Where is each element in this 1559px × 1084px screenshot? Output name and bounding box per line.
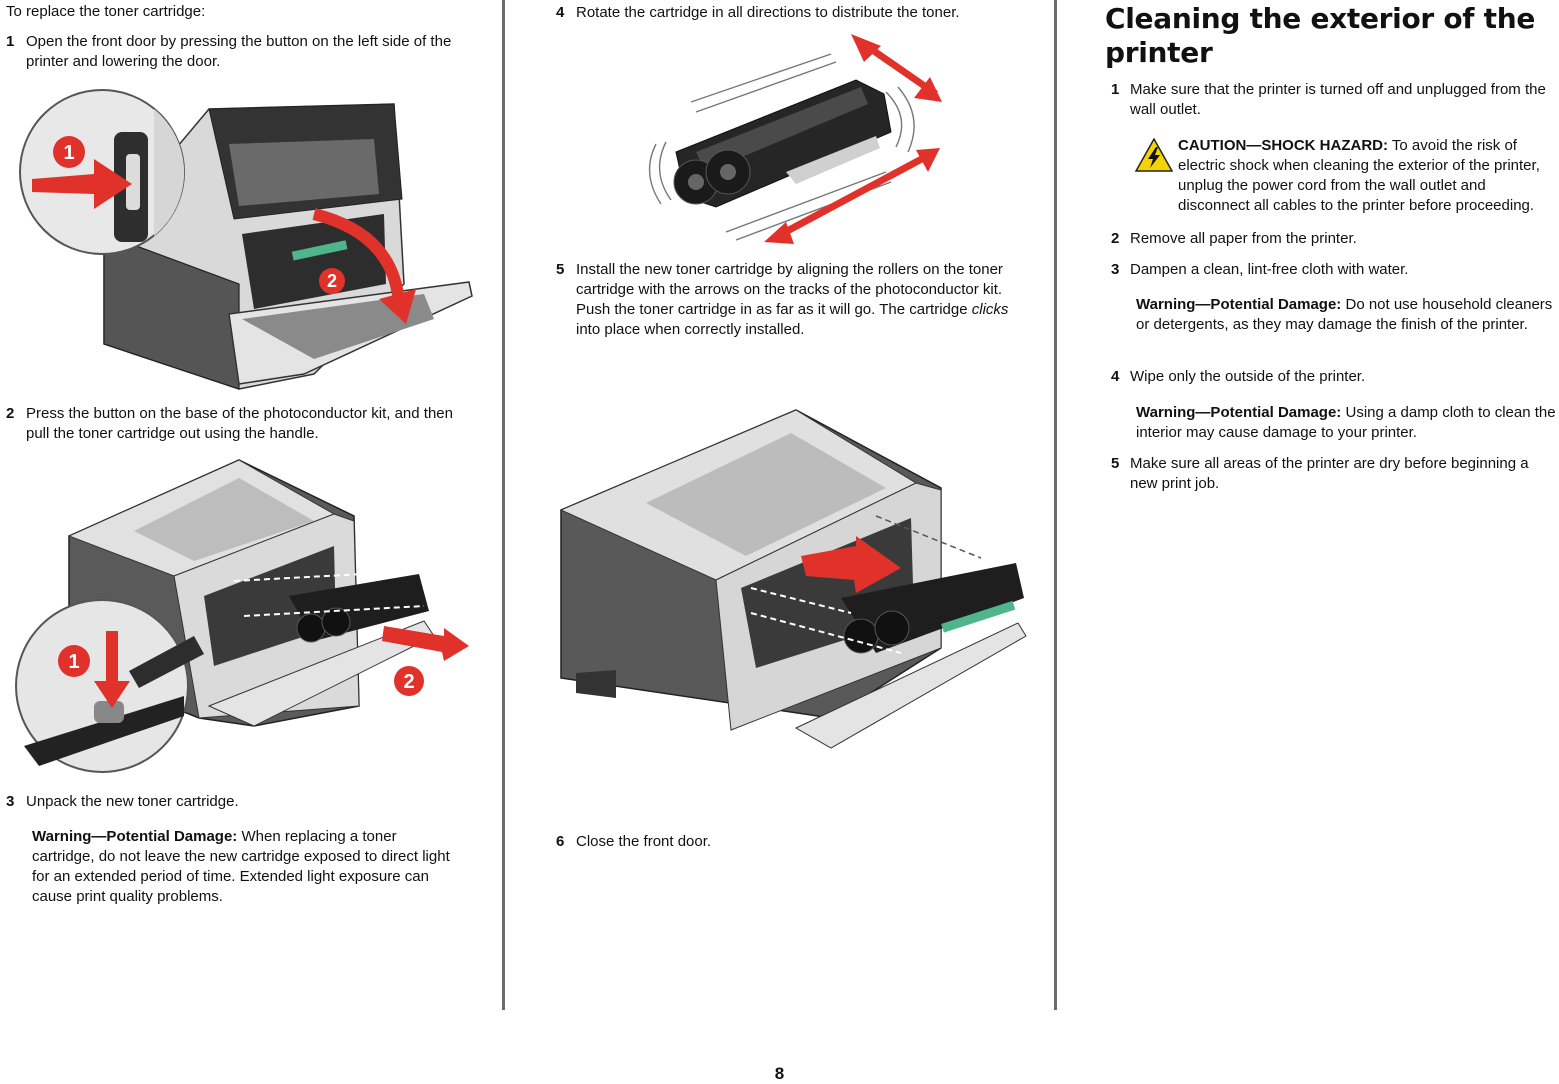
step-number: 3 [6, 793, 15, 810]
callout-1: 1 [63, 142, 74, 164]
step-number: 5 [1111, 455, 1120, 472]
step-text: Close the front door. [576, 833, 712, 850]
section-title: Cleaning the exterior of the printer [1105, 2, 1536, 69]
step-5: 5 Make sure all areas of the printer are… [1105, 454, 1557, 494]
step-4: 4 Wipe only the outside of the printer. [1105, 367, 1557, 387]
step-number: 2 [6, 405, 15, 422]
step-text: Unpack the new toner cartridge. [26, 793, 239, 810]
step-6: 6 Close the front door. [556, 832, 1016, 852]
caution-text: To avoid the risk of electric shock when… [1178, 137, 1540, 214]
callout-2: 2 [403, 671, 414, 693]
step-text: Make sure all areas of the printer are d… [1130, 455, 1529, 492]
step-text: Make sure that the printer is turned off… [1130, 81, 1546, 118]
warning-note: Warning—Potential Damage: Using a damp c… [1136, 403, 1559, 443]
figure-open-front-door: 2 1 [19, 89, 473, 390]
step-text-end: into place when correctly installed. [576, 321, 805, 338]
warning-note: Warning—Potential Damage: When replacing… [32, 827, 462, 907]
callout-1: 1 [68, 651, 79, 673]
page-number: 8 [774, 1064, 785, 1083]
warning-triangle-icon [1135, 138, 1173, 172]
step-number: 4 [556, 4, 565, 21]
step-text-emphasis: clicks [971, 301, 1009, 318]
step-number: 5 [556, 261, 565, 278]
step-5: 5 Install the new toner cartridge by ali… [556, 260, 1016, 340]
step-number: 1 [1111, 81, 1120, 98]
column-divider-right [1054, 0, 1057, 1010]
warning-text: When replacing a toner cartridge, do not… [32, 828, 450, 905]
step-3: 3 Unpack the new toner cartridge. [6, 792, 476, 812]
step-number: 2 [1111, 230, 1120, 247]
caution-note: CAUTION—SHOCK HAZARD: To avoid the risk … [1135, 136, 1559, 216]
intro-text: To replace the toner cartridge: [6, 3, 206, 20]
step-1: 1 Open the front door by pressing the bu… [6, 32, 476, 72]
step-number: 4 [1111, 368, 1120, 385]
warning-note: Warning—Potential Damage: Do not use hou… [1136, 295, 1559, 335]
step-text-main: Install the new toner cartridge by align… [576, 261, 1003, 318]
step-2: 2 Press the button on the base of the ph… [6, 404, 476, 444]
step-2: 2 Remove all paper from the printer. [1105, 229, 1557, 249]
warning-text: Do not use household cleaners or deterge… [1136, 296, 1553, 333]
warning-label: Warning—Potential Damage: [1136, 296, 1342, 313]
caution-label: CAUTION—SHOCK HAZARD: [1178, 137, 1388, 154]
step-text: Rotate the cartridge in all directions t… [576, 4, 960, 21]
step-3: 3 Dampen a clean, lint-free cloth with w… [1105, 260, 1557, 280]
step-number: 3 [1111, 261, 1120, 278]
warning-label: Warning—Potential Damage: [1136, 404, 1342, 421]
callout-2: 2 [327, 271, 337, 291]
step-text: Wipe only the outside of the printer. [1130, 368, 1366, 385]
warning-label: Warning—Potential Damage: [32, 828, 238, 845]
step-1: 1 Make sure that the printer is turned o… [1105, 80, 1557, 120]
step-number: 6 [556, 833, 565, 850]
step-text: Open the front door by pressing the butt… [26, 33, 452, 70]
figure-install-toner [559, 409, 1027, 749]
step-text: Press the button on the base of the phot… [26, 405, 453, 442]
figure-rotate-toner [648, 34, 942, 244]
step-text: Install the new toner cartridge by align… [576, 260, 1016, 340]
step-4: 4 Rotate the cartridge in all directions… [556, 3, 1016, 23]
column-divider-left [502, 0, 505, 1010]
step-number: 1 [6, 33, 15, 50]
figure-remove-toner: 2 1 [15, 459, 469, 773]
step-text: Remove all paper from the printer. [1130, 230, 1357, 247]
step-text: Dampen a clean, lint-free cloth with wat… [1130, 261, 1409, 278]
warning-text: Using a damp cloth to clean the interior… [1136, 404, 1556, 441]
